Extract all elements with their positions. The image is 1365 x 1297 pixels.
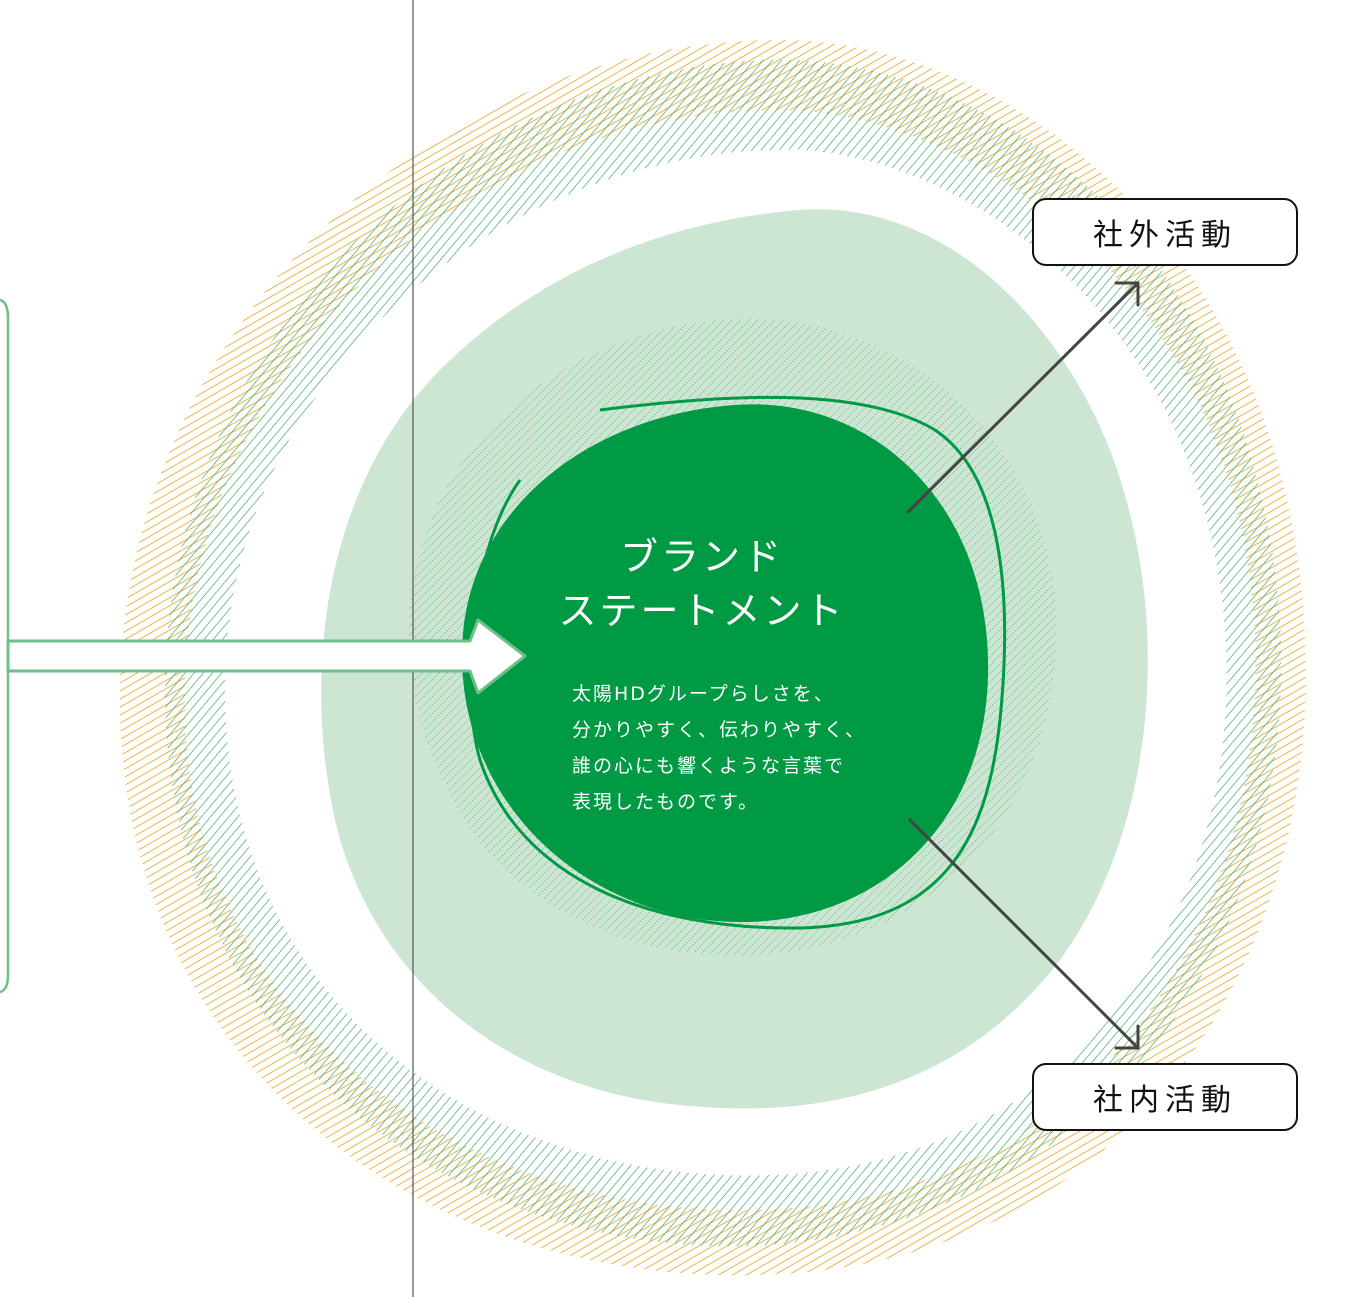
- core-green-circle: [462, 404, 989, 923]
- description-line: 誰の心にも響くような言葉で: [572, 755, 846, 777]
- input-arrow: [6, 618, 527, 695]
- title-line-2: ステートメント: [558, 589, 846, 633]
- core-outline: [468, 395, 1007, 930]
- brand-statement-title: ブランド ステートメント: [552, 530, 852, 638]
- external-activities-tag[interactable]: 社外活動: [1032, 198, 1298, 266]
- description-line: 表現したものです。: [572, 791, 760, 813]
- internal-activities-tag[interactable]: 社内活動: [1032, 1063, 1298, 1131]
- description-line: 太陽HDグループらしさを、: [572, 683, 835, 705]
- description-line: 分かりやすく、伝わりやすく、: [572, 719, 867, 741]
- arrow-to-external: [906, 281, 1140, 514]
- arrow-to-internal: [908, 818, 1140, 1050]
- brand-statement-description: 太陽HDグループらしさを、 分かりやすく、伝わりやすく、 誰の心にも響くような言…: [572, 676, 902, 820]
- title-line-1: ブランド: [619, 535, 784, 579]
